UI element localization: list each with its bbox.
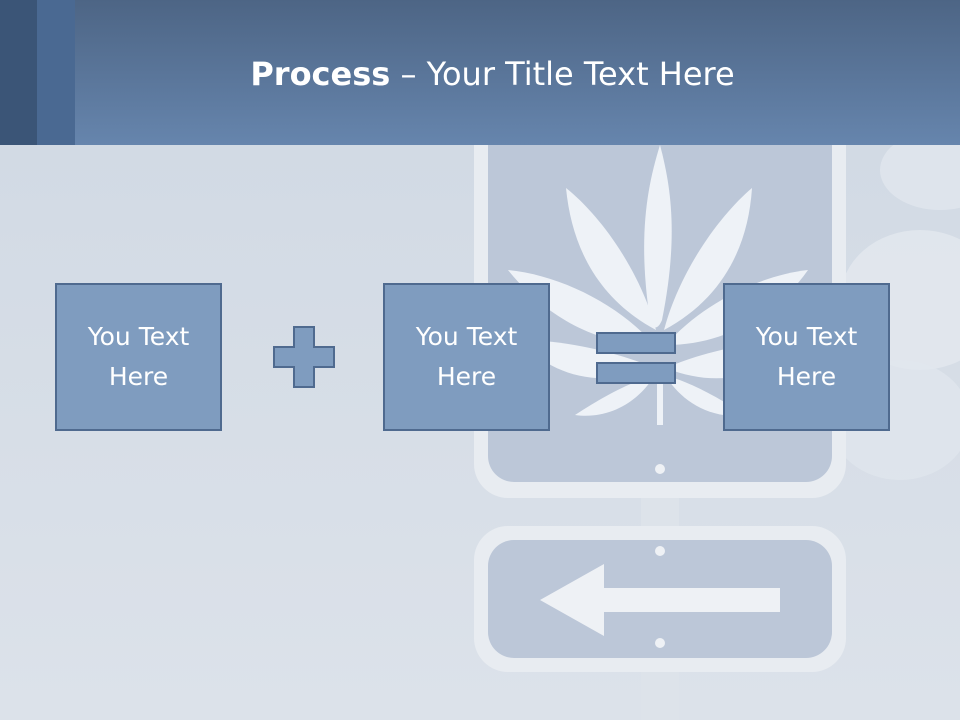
process-box-3[interactable]: You Text Here: [723, 283, 890, 431]
title-rest: – Your Title Text Here: [390, 55, 735, 93]
process-box-1-text: You Text Here: [87, 322, 190, 391]
title-bar: Process – Your Title Text Here: [0, 0, 960, 145]
slide-title: Process – Your Title Text Here: [75, 52, 910, 96]
title-bar-accent-dark: [0, 0, 37, 145]
title-bold: Process: [250, 55, 391, 93]
equals-sign-icon: [596, 332, 676, 384]
process-box-2-text: You Text Here: [415, 322, 518, 391]
plus-sign-icon: [273, 326, 335, 388]
title-bar-accent-mid: [37, 0, 75, 145]
process-box-3-text: You Text Here: [755, 322, 858, 391]
process-box-2[interactable]: You Text Here: [383, 283, 550, 431]
process-box-1[interactable]: You Text Here: [55, 283, 222, 431]
